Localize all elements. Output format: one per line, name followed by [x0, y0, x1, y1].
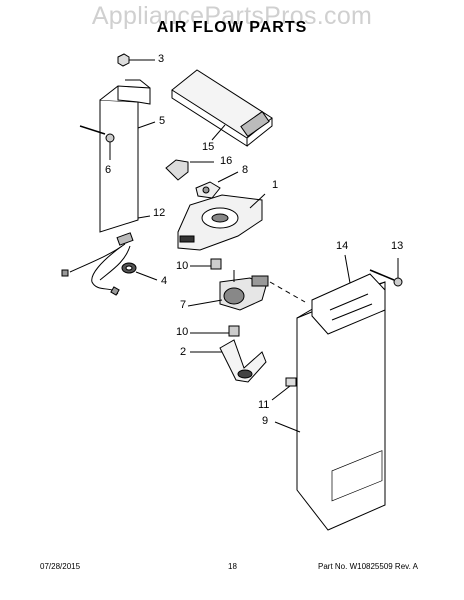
footer-part-number: Part No. W10825509 Rev. A — [318, 562, 418, 571]
part-10-bushing-lower — [190, 325, 240, 337]
callout-16: 16 — [220, 155, 233, 167]
callout-14: 14 — [336, 240, 349, 252]
callout-10-lower: 10 — [176, 326, 189, 338]
callout-8: 8 — [242, 164, 249, 176]
part-3-clip — [117, 53, 155, 67]
callout-12: 12 — [153, 207, 166, 219]
callout-9: 9 — [262, 415, 269, 427]
part-15-rail — [171, 69, 273, 147]
part-8-fan-blade — [195, 171, 239, 199]
callout-2: 2 — [180, 346, 187, 358]
callout-11: 11 — [258, 399, 270, 411]
part-5-duct — [99, 79, 156, 233]
callout-5: 5 — [159, 115, 166, 127]
callout-7: 7 — [180, 299, 187, 311]
part-14-cover — [311, 254, 386, 335]
callout-1: 1 — [272, 179, 279, 191]
footer-page-number: 18 — [228, 562, 237, 571]
part-10-bushing-upper — [190, 258, 222, 270]
part-2-motor-mount — [190, 339, 267, 383]
callout-4: 4 — [161, 275, 168, 287]
part-11-clip — [271, 377, 297, 401]
callout-13: 13 — [391, 240, 404, 252]
part-13-screw — [369, 258, 403, 287]
part-6-screw — [79, 125, 115, 160]
part-16-bracket — [165, 159, 214, 181]
part-12-wire-harness — [61, 215, 151, 296]
callout-10-upper: 10 — [176, 260, 189, 272]
part-4-grommet — [121, 262, 158, 281]
footer-date: 07/28/2015 — [40, 562, 81, 571]
diagram-title: AIR FLOW PARTS — [156, 19, 308, 36]
part-1-fan-housing — [177, 193, 266, 251]
callout-6: 6 — [105, 164, 112, 176]
watermark: AppliancePartsPros.com — [91, 2, 373, 30]
callout-3: 3 — [158, 53, 165, 65]
part-7-motor — [187, 270, 269, 311]
callout-15: 15 — [202, 141, 215, 153]
